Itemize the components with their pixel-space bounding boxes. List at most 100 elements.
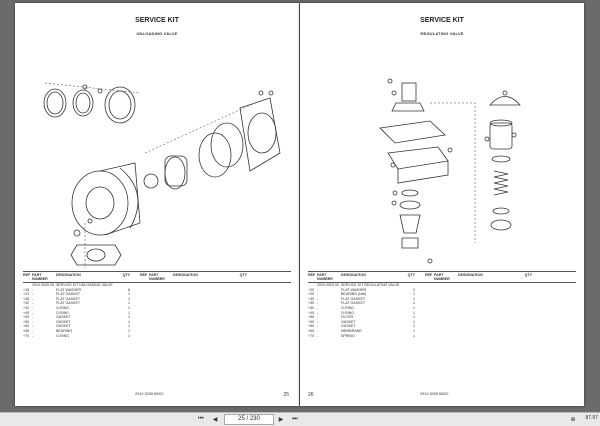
regulating-valve-exploded-drawing (379, 78, 521, 264)
cell-part: - (32, 310, 34, 315)
table-row: +42- O-RING 1 (23, 306, 291, 311)
cell-qty: 1 (413, 324, 415, 329)
cell-part: - (32, 324, 34, 329)
cell-ref: +42 (23, 305, 30, 310)
cell-qty: 1 (128, 333, 130, 338)
document-code: 2910 3005 65/02 (420, 392, 449, 396)
cell-part: - (317, 292, 319, 297)
cell-qty: 8 (128, 287, 130, 292)
cell-des: GASKET (56, 324, 71, 329)
cell-part: - (317, 315, 319, 320)
cell-part: - (317, 296, 319, 301)
cell-part: - (317, 328, 319, 333)
cell-ref: +30 (308, 296, 315, 301)
cell-des: FLAT GASKET (341, 301, 366, 306)
cell-qty: 1 (128, 296, 130, 301)
table-row: +35- FLAT GASKET 1 (308, 301, 576, 306)
cell-qty: 1 (413, 319, 415, 324)
cell-part: 2910 0003 00 (317, 283, 339, 287)
page-subtitle: UNLOADING VALVE (136, 31, 178, 36)
cell-qty: 1 (413, 328, 415, 333)
cell-part: - (317, 301, 319, 306)
cell-des: GASKET (341, 324, 356, 329)
cell-part: - (317, 310, 319, 315)
cell-qty: 1 (128, 328, 130, 333)
cell-ref: +55 (23, 319, 30, 324)
cell-qty: 1 (128, 292, 130, 297)
parts-table: REF PART NUMBER DESIGNATION QTY REF PART… (23, 271, 291, 338)
cell-des: FLAT GASKET (341, 296, 366, 301)
cell-qty: 1 (128, 305, 130, 310)
cell-qty: 1 (128, 324, 130, 329)
cell-qty: 1 (413, 305, 415, 310)
cell-ref: +70 (308, 333, 315, 338)
cell-ref: +60 (23, 324, 30, 329)
cell-qty: 1 (413, 292, 415, 297)
cell-part: - (32, 305, 34, 310)
cell-des: MEMBRANE (341, 328, 362, 333)
cell-part: - (32, 287, 34, 292)
cell-ref: +20 (308, 287, 315, 292)
cell-des: FLAT WASHER (56, 287, 82, 292)
cell-part: 2910 0005 00 (32, 283, 54, 287)
cell-ref: +28 (23, 296, 30, 301)
cell-qty: 1 (413, 333, 415, 338)
cell-qty: 1 (128, 301, 130, 306)
cell-des: O-RING (56, 305, 69, 310)
cell-des: GASKET (341, 319, 356, 324)
cell-qty: 2 (413, 287, 415, 292)
cell-des: FLAT GASKET (56, 296, 81, 301)
cell-ref: +55 (308, 319, 315, 324)
table-row: +15- FLAT WASHER 8 (23, 288, 291, 293)
table-header: REF PART NUMBER DESIGNATION QTY REF PART… (308, 271, 576, 283)
table-row: +70- SPRING 1 (308, 334, 576, 339)
cell-part: - (32, 333, 34, 338)
cell-des: O-RING (341, 310, 354, 315)
zoom-icon[interactable]: ⊕ (570, 416, 576, 423)
page-number: 25 (283, 392, 289, 398)
cell-des: O-RING (341, 305, 354, 310)
cell-ref: +50 (23, 315, 30, 320)
first-page-icon[interactable]: ⏮ (198, 415, 204, 422)
last-page-icon[interactable]: ⏭ (292, 415, 298, 422)
cell-part: - (317, 333, 319, 338)
cell-qty: 1 (413, 301, 415, 306)
cell-ref: +35 (308, 301, 315, 306)
zoom-level[interactable]: 87.97 (585, 415, 598, 421)
cell-ref: +15 (23, 287, 30, 292)
table-row: +40- O-RING 1 (308, 306, 576, 311)
cell-part: - (32, 319, 34, 324)
page-number-input[interactable]: 25 / 230 (224, 414, 274, 425)
cell-part: - (32, 301, 34, 306)
cell-des: FILTER (341, 315, 354, 320)
previous-page-icon[interactable]: ◀ (212, 416, 218, 423)
table-row: +55- GASKET 1 (23, 320, 291, 325)
cell-des: FLAT GASKET (56, 292, 81, 297)
cell-ref: +70 (23, 333, 30, 338)
page-right: SERVICE KIT REGULATING VALVE (300, 3, 584, 406)
cell-ref: +25 (308, 292, 315, 297)
cell-part: - (32, 315, 34, 320)
parts-table: REF PART NUMBER DESIGNATION QTY REF PART… (308, 271, 576, 338)
table-row: +60- GASKET 1 (23, 324, 291, 329)
cell-des: SPRING (341, 333, 355, 338)
next-page-icon[interactable]: ▶ (278, 416, 284, 423)
cell-des: GASKET (56, 319, 71, 324)
cell-des: BEARING (ball) (341, 292, 367, 297)
cell-qty: 1 (128, 315, 130, 320)
cell-part: - (317, 305, 319, 310)
cell-ref: +40 (308, 305, 315, 310)
cell-part: - (32, 292, 34, 297)
document-viewport[interactable]: SERVICE KIT UNLOADING VALVE (0, 0, 600, 412)
unloading-valve-exploded-drawing (43, 82, 281, 268)
page-title: SERVICE KIT (135, 17, 179, 24)
cell-qty: 1 (128, 319, 130, 324)
cell-des: BEARING (56, 328, 73, 333)
